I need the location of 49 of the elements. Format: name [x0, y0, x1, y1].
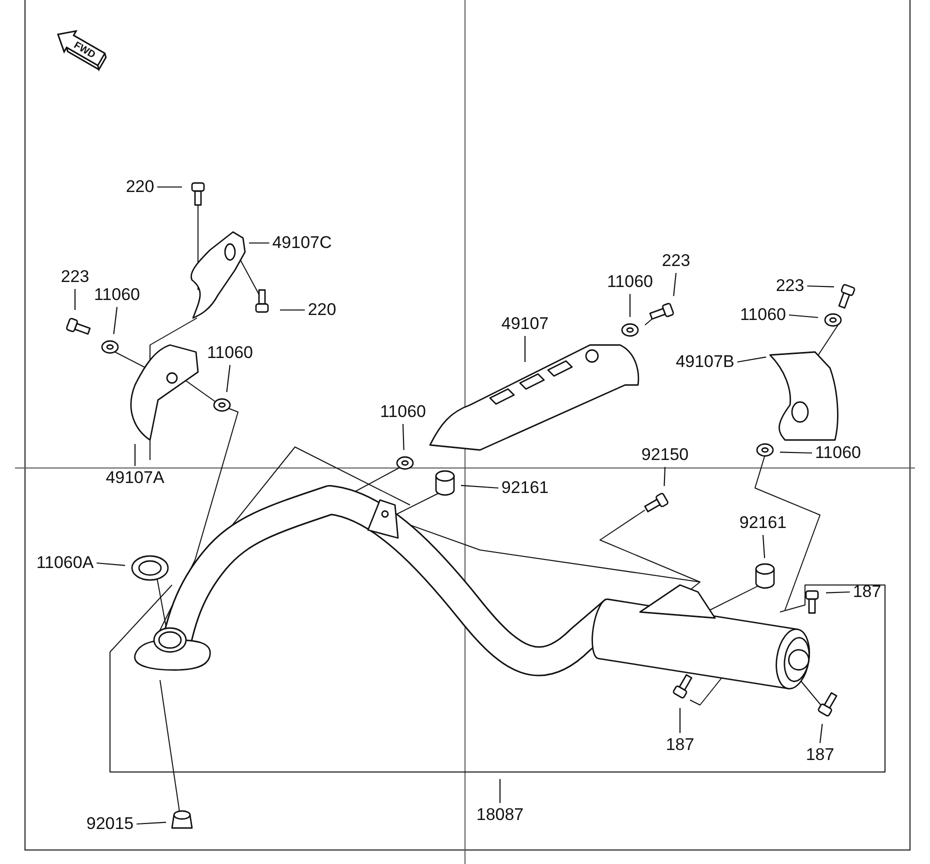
- callout-number: 11060: [814, 444, 861, 462]
- direction-label: FWD: [72, 40, 97, 61]
- leader-line: [524, 336, 526, 362]
- callout-number: 223: [662, 252, 690, 270]
- callout-number: 220: [308, 301, 336, 319]
- leader-line: [780, 452, 812, 454]
- leader-line: [280, 309, 305, 311]
- callout-number: 49107: [501, 315, 549, 333]
- callout-number: 11060A: [36, 554, 94, 572]
- leader-line: [819, 724, 823, 744]
- callout-number: 92150: [641, 446, 689, 464]
- leader-line: [629, 294, 631, 317]
- callout-number: 49107B: [676, 353, 734, 371]
- leader-line: [762, 534, 766, 558]
- callout-number: 187: [666, 736, 694, 754]
- callout-number: 49107C: [272, 234, 332, 252]
- callout-number: 92161: [739, 514, 787, 532]
- callout-number: 49107A: [106, 469, 164, 487]
- leader-line: [807, 285, 834, 288]
- callout-number: 11060: [380, 403, 426, 421]
- leader-line: [249, 242, 270, 244]
- leader-line: [74, 289, 76, 310]
- callout-number: 11060: [94, 286, 140, 304]
- leader-line: [134, 444, 136, 466]
- leader-line: [664, 466, 666, 486]
- leader-line: [673, 272, 677, 296]
- callout-number: 92015: [86, 815, 134, 833]
- callout-number: 187: [806, 746, 834, 764]
- callout-number: 223: [776, 277, 804, 295]
- leader-line: [402, 424, 404, 450]
- leader-line: [136, 822, 166, 825]
- callout-number: 187: [852, 583, 882, 601]
- leader-line: [96, 562, 126, 566]
- callout-number: 11060: [606, 273, 653, 291]
- leader-line: [826, 591, 850, 594]
- callout-number: 11060: [740, 306, 786, 324]
- leader-line: [113, 306, 118, 334]
- callout-number: 18087: [476, 806, 524, 824]
- leader-line: [737, 356, 766, 363]
- leader-line: [499, 779, 501, 803]
- leader-line: [679, 708, 681, 733]
- leader-line: [460, 484, 498, 489]
- leader-line: [226, 364, 231, 392]
- leader-line: [157, 186, 182, 188]
- callout-number: 11060: [206, 344, 253, 362]
- callout-number: 92161: [501, 479, 549, 497]
- callout-number: 220: [126, 178, 154, 196]
- leader-line: [788, 314, 818, 318]
- callout-number: 223: [60, 268, 90, 286]
